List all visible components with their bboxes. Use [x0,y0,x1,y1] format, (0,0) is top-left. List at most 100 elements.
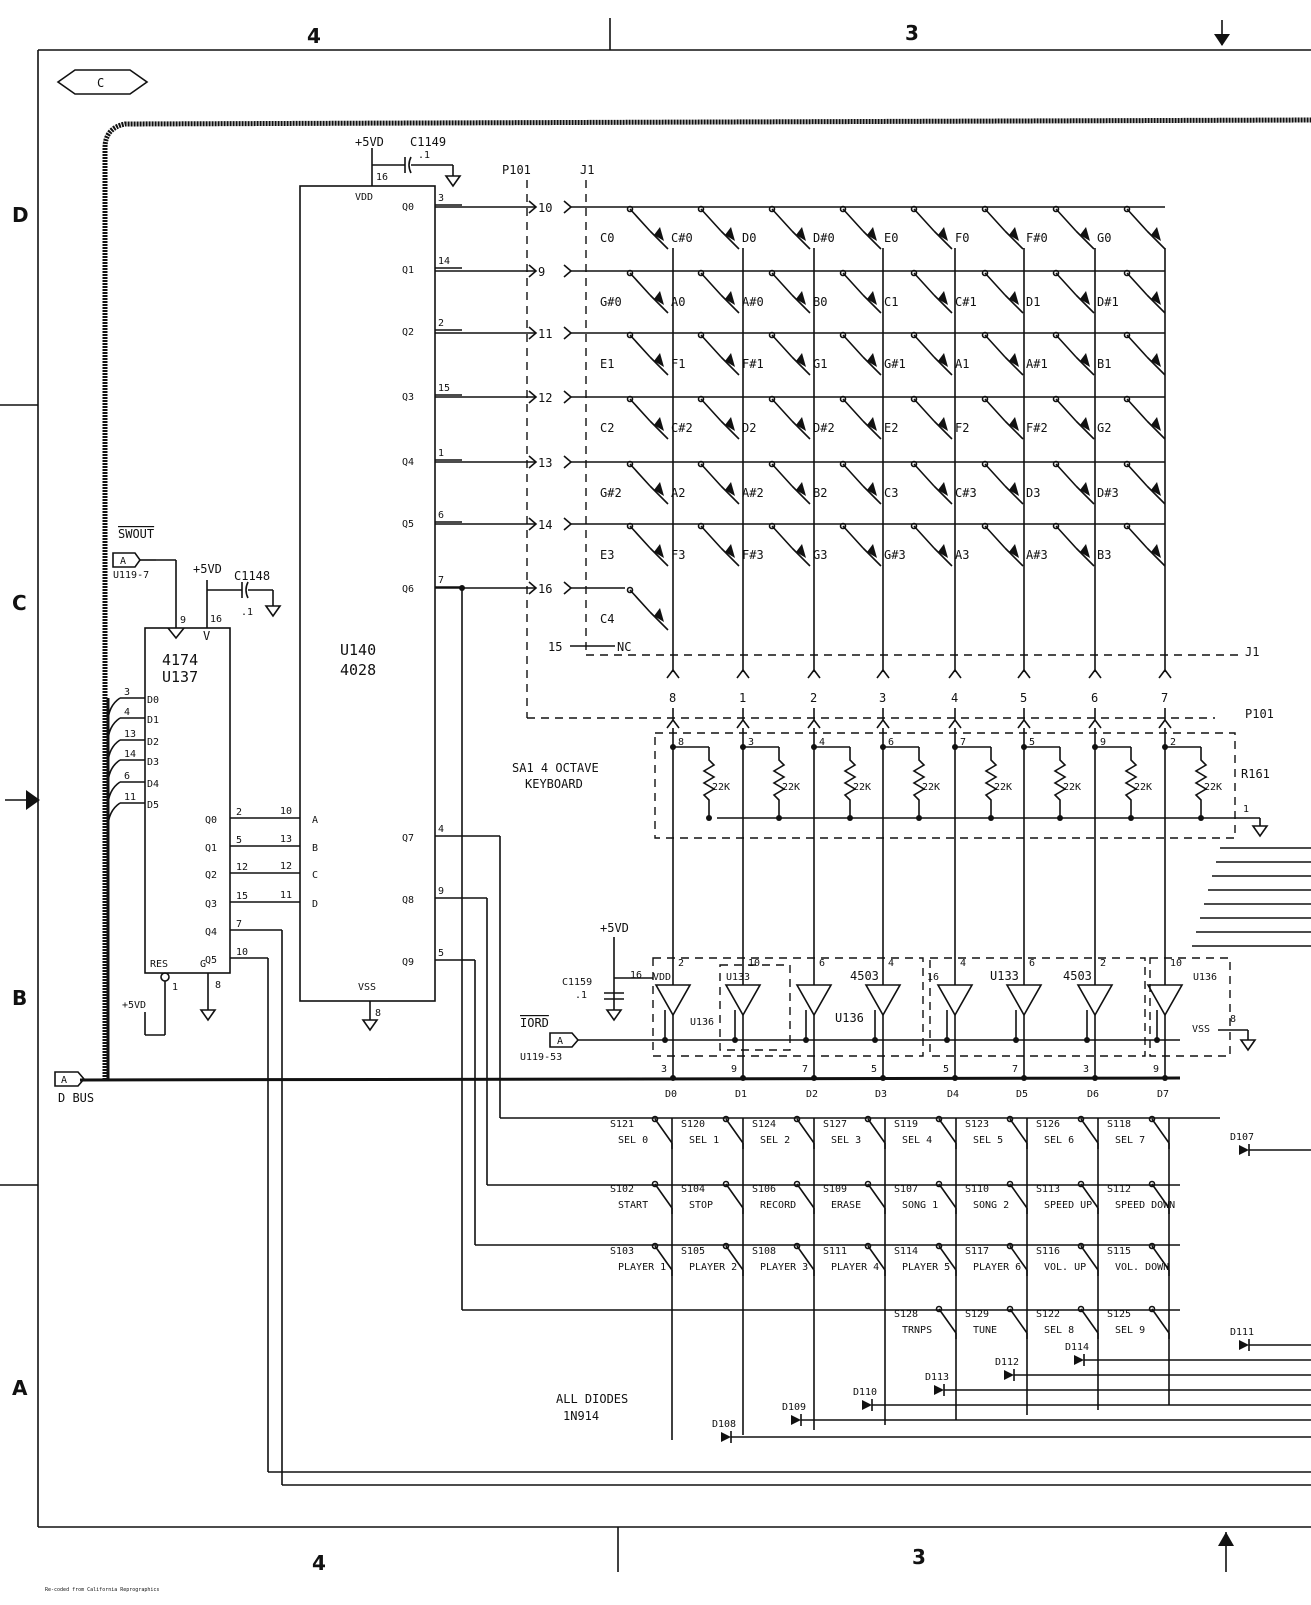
center-arrow-top [1214,34,1230,46]
buffer-2-enable-node [803,1037,809,1043]
key-2-1-switch-lever [700,334,722,358]
key-5-3-label: G3 [813,548,827,562]
key-0-4-label: E0 [884,231,898,245]
center-arrow-bottom [1218,1532,1234,1546]
row-1-arrow-b [563,264,573,278]
zone-label-bottom-4: 4 [312,1551,326,1575]
u137-res-supply: +5VD [122,1000,146,1011]
key-2-5-switch-lever [984,334,1006,358]
key-4-2-switch-contact [768,460,776,468]
c1149-ground [444,175,462,188]
key-2-7-switch-contact [1123,331,1131,339]
sw-2-6-contact [1077,1242,1085,1250]
u140-output-2-pin: 2 [438,318,444,329]
key-5-2-switch-lever [771,525,793,549]
r161-7-pin: 2 [1170,737,1176,748]
key-0-2-switch-contact [768,205,776,213]
key-5-1-switch-lever [700,525,722,549]
sw-0-0-ref: S121 [610,1119,634,1130]
sw-1-2-name: RECORD [760,1200,796,1211]
col-5-pin: 5 [1020,691,1027,705]
u137-g: G [200,959,206,970]
u140-input-0-pin: 10 [280,806,292,817]
key-4-1-switch-contact [697,460,705,468]
key-3-7-label: G2 [1097,421,1111,435]
key-5-7-switch-lever [1126,525,1148,549]
key-0-4-switch-lead [933,230,953,250]
sw-0-4-name: SEL 4 [902,1135,932,1146]
key-0-1-switch-lever [700,208,722,232]
key-2-3-switch-contact [839,331,847,339]
sw-2-4-name: PLAYER 5 [902,1262,950,1273]
u137-input-5-pin: 11 [124,792,136,803]
sw-2-4-contact [935,1242,943,1250]
buffer-3-out-pin: 5 [871,1064,877,1075]
u136-ref-2: U136 [1193,972,1217,983]
r161-2-pin: 4 [819,737,825,748]
u137-vpin: 16 [210,614,222,625]
key-5-4-label: G#3 [884,548,906,562]
key-5-2-label: F#3 [742,548,764,562]
key-3-3-switch-diode [867,417,877,431]
sw-2-7-lever [1151,1245,1170,1271]
buffer-5-data-label: D5 [1016,1089,1028,1100]
sw-2-0-contact [651,1242,659,1250]
key-0-2-label: D0 [742,231,756,245]
buffer-1-gate [724,984,762,1017]
key-0-3-label: D#0 [813,231,835,245]
u137-output-0-pin: 2 [236,807,242,818]
key-1-2-switch-diode [796,291,806,305]
buffer-7-gate [1146,984,1184,1017]
key-2-2-switch-lever [771,334,793,358]
diode-0-ref: D107 [1230,1132,1254,1143]
u137-res: RES [150,959,168,970]
sw-1-0-ref: S102 [610,1184,634,1195]
u137-output-5-pin: 10 [236,947,248,958]
key-4-0-switch-contact [626,460,634,468]
row-0-arrow-b [563,200,573,214]
key-3-2-switch-diode [796,417,806,431]
r161-boundary [654,732,1236,839]
row-3-pin: 12 [538,391,552,405]
key-1-1-label: A0 [671,295,685,309]
u140-output-7-pin: 4 [438,824,444,835]
sw-1-5-name: SONG 2 [973,1200,1009,1211]
diode-2-body [791,1415,801,1425]
sw-2-5-contact [1006,1242,1014,1250]
sw-2-2-lever [796,1245,815,1271]
key-4-4-switch-lever [913,463,935,487]
key-4-7-label: D#3 [1097,486,1119,500]
key-3-4-switch-diode [938,417,948,431]
sw-0-4-lever [938,1118,957,1144]
key-3-2-label: D2 [742,421,756,435]
sw-3-3-name: SEL 9 [1115,1325,1145,1336]
col-3-pin: 3 [879,691,886,705]
col-7-arrow-p101 [1158,718,1172,729]
key-4-3-label: B2 [813,486,827,500]
c1159-ref: C1159 [562,977,592,988]
key-5-2-switch-contact [768,522,776,530]
u137-clock-pin: 9 [180,615,186,626]
sw-1-2-ref: S106 [752,1184,776,1195]
key-2-0-switch-contact [626,331,634,339]
buffer-4-bus-node [952,1075,958,1081]
key-4-5-switch-diode [1009,482,1019,496]
diode-5-ref: D112 [995,1357,1019,1368]
key-4-4-switch-contact [910,460,918,468]
key-0-5-label: F0 [955,231,969,245]
sw-1-2-contact [793,1180,801,1188]
buffers-vss: VSS [1192,1024,1210,1035]
key-1-6-switch-lead [1075,294,1095,314]
key-5-6-switch-lever [1055,525,1077,549]
sw-2-2-ref: S108 [752,1246,776,1257]
u137-v: V [203,629,210,643]
key-4-6-switch-lead [1075,485,1095,505]
key-1-2-switch-contact [768,269,776,277]
sw-1-1-contact [722,1180,730,1188]
u137-supply: +5VD [193,562,222,576]
c1159-value: .1 [575,990,587,1001]
sw-2-0-ref: S103 [610,1246,634,1257]
buffer-6-gate [1076,984,1114,1017]
